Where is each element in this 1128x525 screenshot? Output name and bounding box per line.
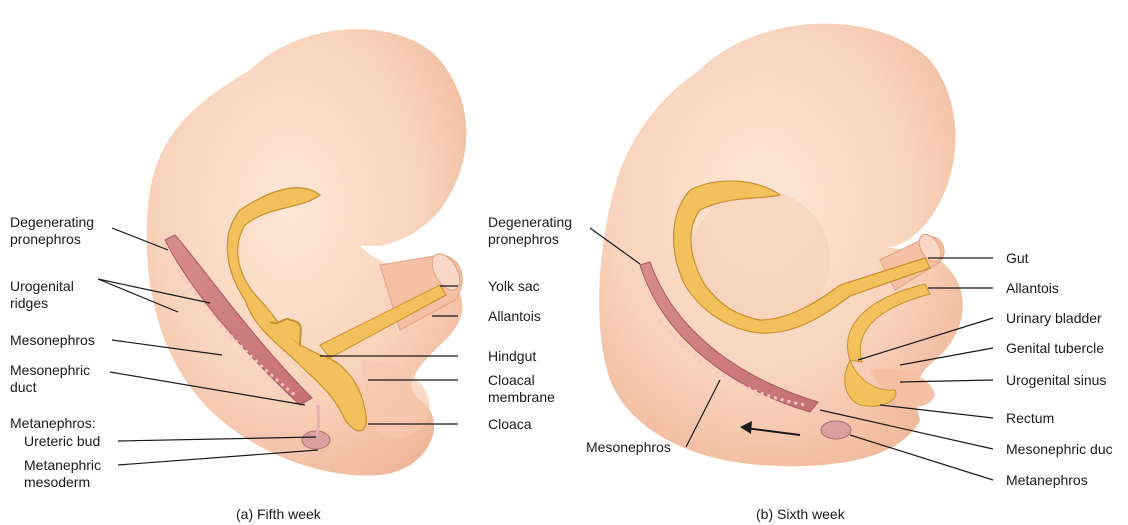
caption-sixth-week: (b) Sixth week (756, 506, 845, 522)
label-mesonephros-a: Mesonephros (10, 332, 95, 349)
label-hindgut: Hindgut (488, 348, 536, 365)
label-cloacal-membrane: Cloacal membrane (488, 372, 555, 406)
label-mesonephros-b: Mesonephros (586, 439, 671, 456)
label-genital-tubercle: Genital tubercle (1006, 340, 1104, 357)
label-cloaca: Cloaca (488, 416, 532, 433)
label-mesonephric-duct-b: Mesonephric duc (1006, 441, 1113, 458)
label-allantois-b: Allantois (1006, 280, 1059, 297)
label-yolk-sac: Yolk sac (488, 278, 540, 295)
embryo-sixth-week (599, 24, 963, 467)
label-urogenital-ridges: Urogenital ridges (10, 278, 74, 312)
label-ureteric-bud: Ureteric bud (24, 433, 100, 450)
caption-fifth-week: (a) Fifth week (236, 506, 321, 522)
label-mesonephric-duct-a: Mesonephric duct (10, 362, 90, 396)
label-metanephric-mesoderm: Metanephric mesoderm (24, 457, 101, 491)
label-degenerating-pronephros-b: Degenerating pronephros (488, 214, 572, 248)
label-allantois-a: Allantois (488, 308, 541, 325)
embryo-fifth-week (147, 29, 467, 475)
label-metanephros-b: Metanephros (1006, 472, 1088, 489)
label-urogenital-sinus: Urogenital sinus (1006, 372, 1106, 389)
label-urinary-bladder: Urinary bladder (1006, 310, 1102, 327)
label-gut: Gut (1006, 250, 1029, 267)
label-rectum: Rectum (1006, 410, 1054, 427)
label-degenerating-pronephros-a: Degenerating pronephros (10, 214, 94, 248)
label-metanephros-a: Metanephros: (10, 415, 96, 432)
